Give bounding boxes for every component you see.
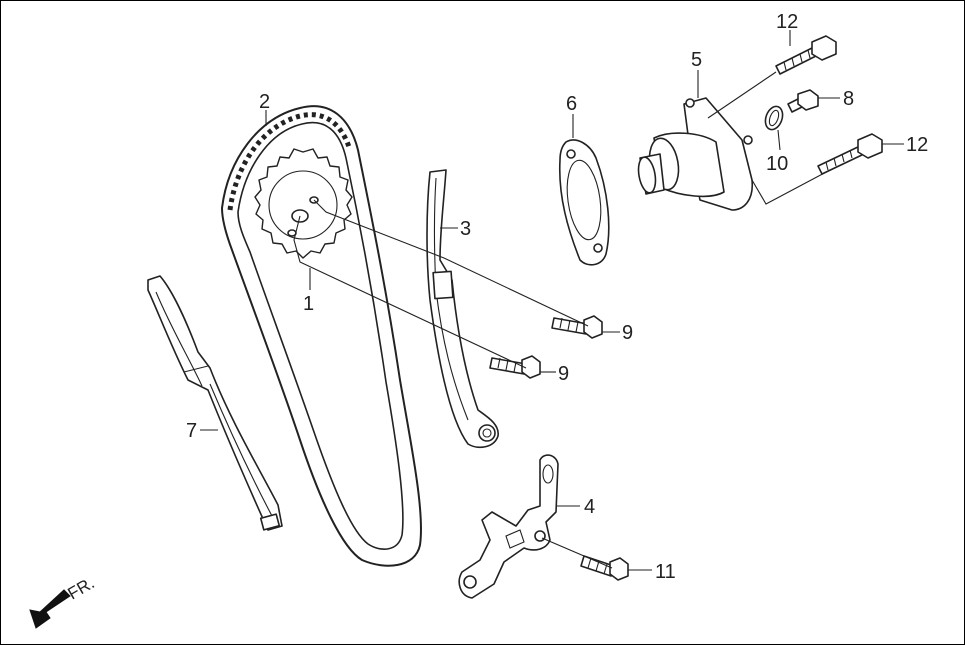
callout-12-lower: 12: [906, 134, 928, 156]
callout-8: 8: [843, 88, 854, 110]
front-direction-label: FR.: [65, 573, 98, 603]
bolt-11: [580, 555, 629, 581]
bolt-12-upper: [775, 35, 837, 75]
callout-leader-lines: [200, 30, 904, 571]
callout-6: 6: [566, 93, 577, 115]
tensioner-gasket: [558, 139, 610, 266]
callout-4: 4: [584, 496, 595, 518]
callout-11: 11: [655, 561, 676, 583]
callout-12-upper: 12: [776, 11, 798, 33]
o-ring-10: [764, 105, 784, 131]
chain-tensioner-guide: [426, 169, 499, 449]
callout-5: 5: [691, 49, 702, 71]
bolt-12-lower: [817, 133, 883, 175]
guide-bracket: [458, 454, 559, 599]
bolt-9-lower: [489, 355, 541, 379]
callout-9-upper: 9: [622, 322, 633, 344]
assembly-leader-lines: [293, 71, 831, 569]
bolt-9-upper: [551, 315, 603, 339]
callout-9-lower: 9: [558, 363, 569, 385]
sealing-bolt-8: [787, 89, 819, 113]
callout-2: 2: [259, 91, 270, 113]
chain-guide-fixed: [147, 275, 283, 531]
callout-1: 1: [303, 293, 314, 315]
cam-sprocket: [254, 148, 353, 259]
callout-7: 7: [186, 420, 197, 442]
callout-labels: 1 2 3 4 5 6 7 8 9 9 10 11 12 12: [186, 11, 928, 583]
callout-3: 3: [460, 218, 471, 240]
chain-tensioner-lifter: [637, 97, 754, 211]
callout-10: 10: [766, 153, 788, 175]
front-direction-arrow-icon: FR.: [29, 573, 98, 629]
